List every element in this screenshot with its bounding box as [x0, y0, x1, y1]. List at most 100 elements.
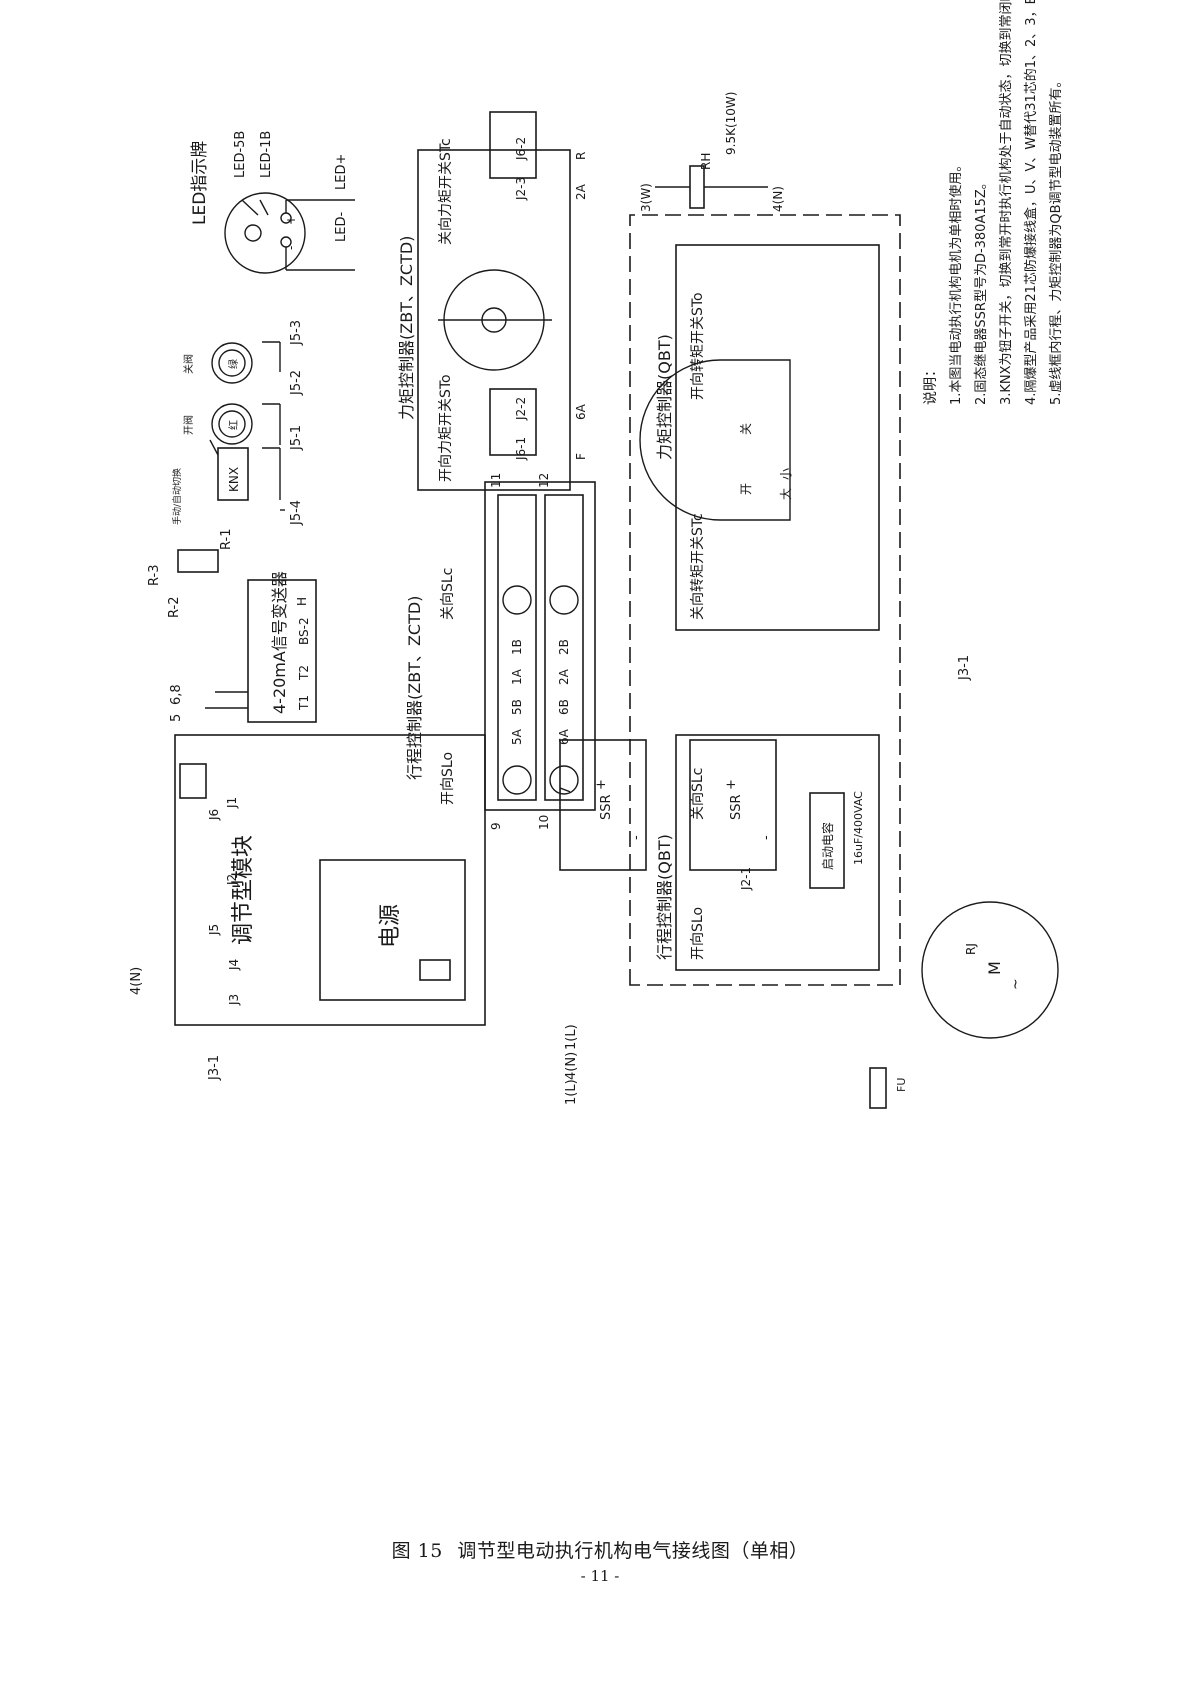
travel-controller-zbt: 行程控制器(ZBT、ZCTD) 开向SLo 关向SLc 5A 5B 1A 1B …	[405, 473, 596, 830]
term-10: 10	[537, 815, 551, 830]
cam-6a: 6A	[557, 728, 571, 745]
term-r-label: R	[574, 152, 588, 160]
dial-big: 大	[779, 488, 793, 500]
ssr-f-plus: +	[594, 779, 609, 790]
dial-small: 小	[779, 468, 793, 480]
j6-label: J6	[207, 809, 221, 821]
rh-resistor: RH 9.5K(10W) 3(W) 4(N)	[639, 92, 785, 212]
fuse	[869, 1067, 887, 1109]
led-panel-hole	[244, 224, 262, 242]
qbt-close-stc-label: 关向转矩开关STc	[690, 513, 706, 620]
cam-5b: 5B	[510, 699, 524, 715]
torque-j2-2-label: J2-2	[514, 397, 528, 421]
j3-1-label: J3-1	[207, 1055, 222, 1081]
l1-upper-label: 1(L)	[564, 1024, 579, 1050]
transmitter-box	[247, 579, 317, 723]
manual-auto-label: 手动/自动切换	[171, 468, 183, 525]
note-4: 4.隔爆型产品采用21芯防爆接线盒，U、V、W替代31芯的1、2、3，E为防爆专…	[1023, 0, 1039, 405]
qbt-open-sto-label: 开向转矩开关STo	[690, 292, 706, 400]
lamp-switch-group: 绿 关阀 红 开阀 KNX 手动/自动切换 J5-3 J5-2 J5-1 J5-…	[171, 320, 304, 526]
transmitter: 4-20mA信号变送器 BS-2 T1 T2 H R-3 R-2 R-1 5 6…	[147, 529, 317, 723]
close-valve-label: 关阀	[182, 354, 195, 374]
t2-label: T2	[297, 665, 311, 681]
rotated-diagram: + - LED指示牌 LED-5B LED-1B LED- LED+ 绿 关阀 …	[129, 0, 1064, 1109]
cam-6b: 6B	[557, 699, 571, 715]
motor	[921, 901, 1059, 1039]
notes-heading: 说明：	[923, 363, 939, 405]
j5-1-label: J5-1	[289, 425, 304, 451]
figure-title: 调节型电动执行机构电气接线图（单相）	[457, 1540, 809, 1562]
module-label: 调节型模块	[231, 835, 256, 945]
w5-label: 5	[169, 714, 184, 722]
transmitter-label: 4-20mA信号变送器	[270, 571, 289, 714]
rh-value: 9.5K(10W)	[724, 92, 738, 155]
j1-label: J1	[225, 797, 239, 809]
term-9: 9	[489, 822, 503, 830]
bs2-label: BS-2	[297, 617, 311, 645]
torque-j2-3-label: J2-3	[514, 177, 528, 201]
led-plus-sign: +	[284, 215, 298, 225]
led-1b-label: LED-1B	[259, 131, 274, 178]
qbt-frame: 力矩控制器(QBT) 开向转矩开关STo 关向转矩开关STc 开 关 大 小 行…	[629, 214, 901, 986]
travel-zbt-title: 行程控制器(ZBT、ZCTD)	[405, 596, 424, 780]
w68-label: 6,8	[169, 684, 184, 705]
torque-open-switch	[489, 388, 537, 456]
cap-value-label: 16uF/400VAC	[852, 791, 865, 865]
term-f-label: F	[574, 453, 588, 460]
j4-label: J4	[227, 959, 241, 971]
qbt-j2-1-label: J2-1	[739, 867, 753, 891]
rh-4n: 4(N)	[771, 186, 785, 212]
figure-number: 图 15	[391, 1540, 443, 1562]
led-panel-label: LED指示牌	[190, 141, 210, 225]
potentiometer	[177, 549, 219, 573]
open-valve-label: 开阀	[182, 415, 195, 435]
knx-label: KNX	[227, 467, 241, 492]
note-3: 3.KNX为钮子开关，切换到常开时执行机构处于自动状态，切换到常闭时执行机构处于…	[999, 0, 1014, 405]
fu-label: FU	[895, 1078, 908, 1092]
torque-j6-2-label: J6-2	[514, 137, 528, 161]
led-5b-label: LED-5B	[233, 131, 248, 178]
travel-row-1	[497, 494, 537, 801]
r1-label: R-1	[219, 529, 234, 550]
ssr-r-minus: -	[759, 835, 774, 840]
torque-controller-zbt: 力矩控制器(ZBT、ZCTD) 开向力矩开关STo 关向力矩开关STc J6-1…	[397, 111, 588, 491]
ssr-r-plus: +	[724, 779, 739, 790]
ssr-f-minus: -	[629, 835, 644, 840]
green-label: 绿	[227, 359, 240, 369]
motor-ac-label: ~	[1008, 978, 1024, 990]
note-1: 1.本图当电动执行机构电机为单相时使用。	[948, 159, 964, 405]
cam-2b: 2B	[557, 639, 571, 655]
l1-label: 1(L)	[564, 1079, 579, 1105]
torque-close-switch	[489, 111, 537, 179]
rh-3w: 3(W)	[639, 183, 653, 212]
term-2a-label: 2A	[574, 183, 588, 200]
j5-2-label: J5-2	[289, 370, 304, 396]
note-2: 2.固态继电器SSR型号为D-380A15Z。	[974, 176, 989, 405]
j1-connector	[179, 763, 207, 799]
j5-label: J5	[207, 924, 221, 936]
torque-close-stc-label: 关向力矩开关STc	[438, 138, 454, 245]
cam-5a: 5A	[510, 728, 524, 745]
power-circuit: SSR SSR + + - - 启动电容 16uF/400VAC M RJ ~ …	[559, 655, 1059, 1109]
cam-1b: 1B	[510, 639, 524, 655]
note-5: 5.虚线框内行程、力矩控制器为QB调节型电动装置所有。	[1048, 74, 1064, 405]
notes: 说明： 1.本图当电动执行机构电机为单相时使用。 2.固态继电器SSR型号为D-…	[923, 0, 1064, 405]
ssr-f	[559, 739, 647, 871]
r2-label: R-2	[167, 597, 182, 618]
close-lamp	[211, 342, 253, 384]
qbt-close-slc-label: 关向SLc	[690, 768, 706, 820]
qbt-open-slo-label: 开向SLo	[690, 907, 706, 960]
close-slc-label: 关向SLc	[440, 568, 456, 620]
ssr-r-label: SSR	[729, 794, 744, 820]
w7-label: 7	[558, 786, 574, 795]
red-label: 红	[227, 420, 240, 430]
torque-qbt-title: 力矩控制器(QBT)	[655, 334, 674, 460]
dial-close: 关	[739, 423, 753, 435]
open-lamp	[211, 403, 253, 445]
ssr-f-label: SSR	[599, 794, 614, 820]
torque-zbt-title: 力矩控制器(ZBT、ZCTD)	[397, 236, 416, 420]
rh-label: RH	[699, 153, 713, 170]
rj-label: RJ	[964, 943, 978, 955]
j3-label: J3	[227, 994, 241, 1006]
